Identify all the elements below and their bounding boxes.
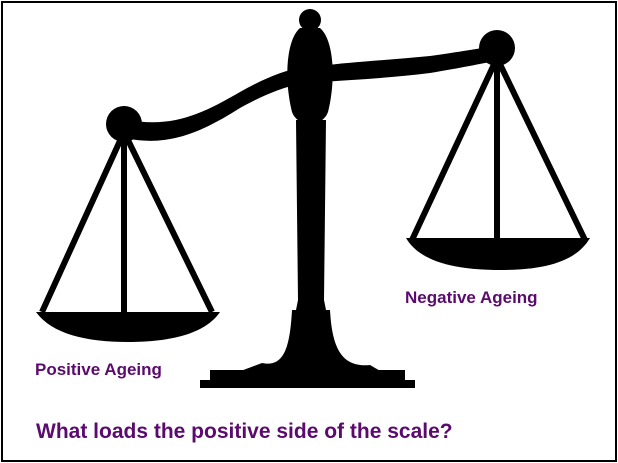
scale-base [238,310,382,372]
right-string-right [494,56,588,242]
left-string-right [121,130,215,314]
scale-column [292,120,330,330]
scale-left-knob [106,106,142,142]
negative-ageing-label: Negative Ageing [405,288,538,307]
positive-ageing-label: Positive Ageing [35,360,162,379]
scale-top-knob [299,9,321,31]
scale-base-foot [200,380,415,388]
question-caption: What loads the positive side of the scal… [36,420,453,443]
right-pan [406,238,590,270]
left-pan [36,312,220,342]
right-string-left [409,56,500,242]
left-string-left [39,130,127,314]
scale-right-knob [479,30,515,66]
scale-beam [118,46,500,141]
